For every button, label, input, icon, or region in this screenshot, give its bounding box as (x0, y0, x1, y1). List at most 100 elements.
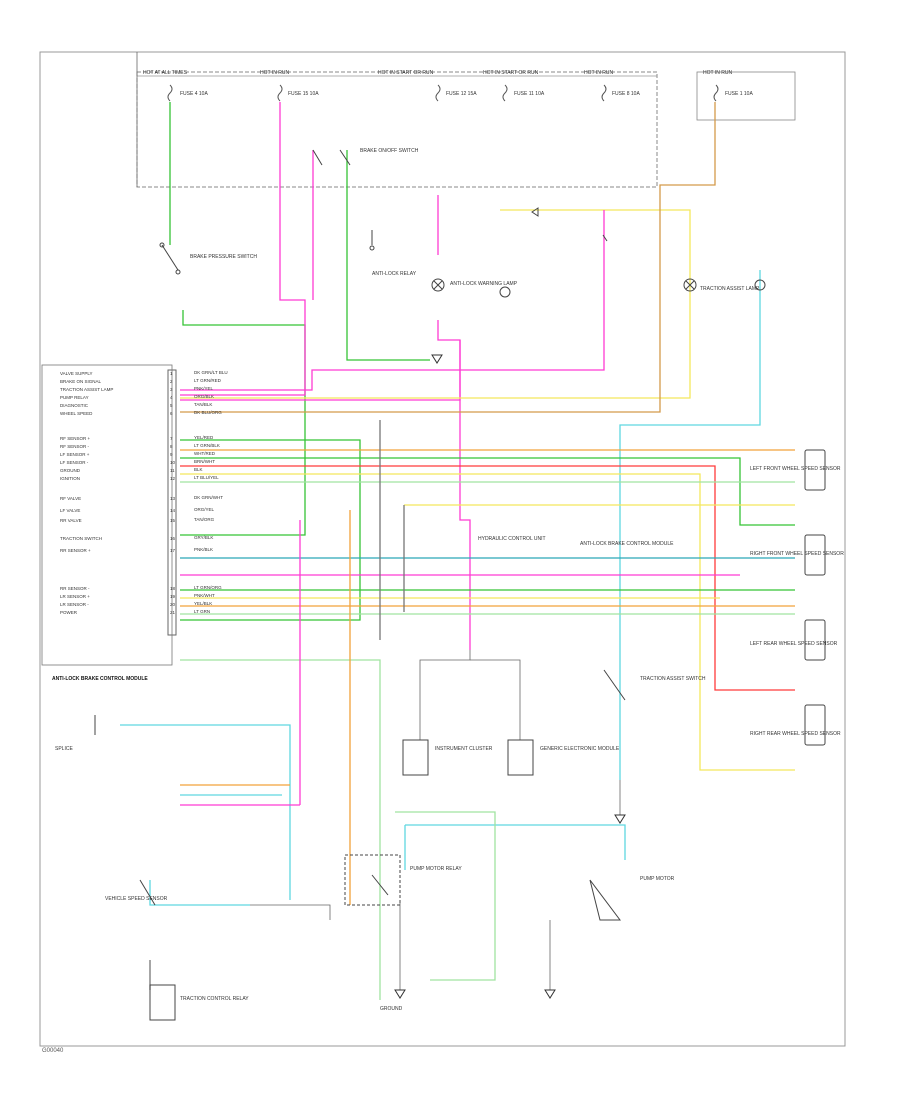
pin-number: 13 (170, 496, 176, 501)
pin-name: VALVE SUPPLY (60, 371, 93, 376)
components: BRAKE PRESSURE SWITCH BRAKE ON/OFF SWITC… (41, 148, 844, 1021)
pin-name: BRAKE ON SIGNAL (60, 379, 102, 384)
pin-name: RR SENSOR + (60, 548, 91, 553)
pin-number: 21 (170, 610, 176, 615)
pin-name: IGNITION (60, 476, 80, 481)
pin-number: 16 (170, 536, 176, 541)
pin-number: 11 (170, 468, 175, 473)
pin-number: 19 (170, 594, 176, 599)
pin-number: 9 (170, 452, 173, 457)
pin-wire-color: YEL/BLK (194, 601, 212, 606)
fuse-labels: FUSE 4 10A FUSE 15 10A FUSE 12 15A FUSE … (180, 91, 753, 97)
fuse-tab-label: HOT IN START OR RUN (483, 70, 539, 76)
rf-sensor-label: RIGHT FRONT WHEEL SPEED SENSOR (750, 551, 844, 557)
pin-name: LR SENSOR - (60, 602, 89, 607)
pin-wire-color: WHT/RED (194, 451, 216, 456)
pin-name: DIAGNOSTIC (60, 403, 89, 408)
pin-number: 10 (170, 460, 176, 465)
pin-wire-color: TAN/ORG (194, 517, 215, 522)
pin-wire-color: DK GRN/LT BLU (194, 370, 228, 375)
lf-sensor-label: LEFT FRONT WHEEL SPEED SENSOR (750, 466, 841, 472)
pin-name: LR SENSOR + (60, 594, 90, 599)
ground-icon (394, 354, 626, 999)
pin-number: 1 (170, 371, 173, 376)
pin-wire-color: LT GRN (194, 609, 210, 614)
fuse-tab-label: HOT IN RUN (260, 70, 289, 76)
diagram-border (39, 51, 846, 1047)
pin-wire-color: BLK (194, 467, 203, 472)
fuse-label: FUSE 8 10A (612, 91, 640, 97)
brake-switch-label: BRAKE PRESSURE SWITCH (190, 254, 257, 260)
pin-number: 14 (170, 508, 176, 513)
fuse-label: FUSE 12 15A (446, 91, 477, 97)
wires (120, 102, 795, 1000)
fuse-label: FUSE 11 10A (514, 91, 545, 97)
fuse-tab-label: HOT IN RUN (703, 70, 732, 76)
pin-name: TRACTION ASSIST LAMP (60, 387, 113, 392)
pin-wire-color: BRN/WHT (194, 459, 215, 464)
fuse-label: FUSE 1 10A (725, 91, 753, 97)
pin-number: 3 (170, 387, 173, 392)
relay-label: ANTI-LOCK RELAY (372, 271, 417, 277)
pin-wire-color: PNK/YEL (194, 386, 214, 391)
brake-on-off-switch: BRAKE ON/OFF SWITCH (312, 148, 419, 166)
pin-number: 15 (170, 518, 176, 523)
wheel-speed-sensor-lf: LEFT FRONT WHEEL SPEED SENSOR (750, 449, 841, 491)
pin-wire-color: TAN/BLK (194, 402, 212, 407)
pin-name: RF VALVE (60, 496, 81, 501)
fuse-tab-label: HOT IN START OR RUN (378, 70, 434, 76)
pin-number: 8 (170, 444, 173, 449)
pin-name: LF VALVE (60, 508, 80, 513)
pin-wire-color: LT BLU/YEL (194, 475, 219, 480)
fuse-tab-label: HOT IN RUN (584, 70, 613, 76)
pin-number: 2 (170, 379, 173, 384)
pin-name: GROUND (60, 468, 81, 473)
pin-wire-color: YEL/RED (194, 435, 214, 440)
stop-switch-label: BRAKE ON/OFF SWITCH (360, 148, 419, 154)
module-note: ANTI-LOCK BRAKE CONTROL MODULE (52, 676, 148, 682)
pin-number: 7 (170, 436, 173, 441)
pin-number: 17 (170, 548, 176, 553)
pin-number: 18 (170, 586, 176, 591)
fuse-tabs: HOT AT ALL TIMES HOT IN RUN HOT IN START… (143, 70, 732, 76)
pin-name: POWER (60, 610, 78, 615)
fuse-label: FUSE 15 10A (288, 91, 319, 97)
pin-wire-color: ORG/YEL (194, 507, 215, 512)
vehicle-speed-switch-icon (139, 879, 156, 906)
traction-relay-label: TRACTION CONTROL RELAY (180, 996, 249, 1002)
pin-name: WHEEL SPEED (60, 411, 93, 416)
gem-label: GENERIC ELECTRONIC MODULE (540, 746, 620, 752)
pin-name: RR SENSOR - (60, 586, 90, 591)
fuse-panel: HOT AT ALL TIMES HOT IN RUN HOT IN START… (136, 70, 796, 188)
pin-wire-color: LT GRN/ORG (194, 585, 222, 590)
traction-switch-icon (603, 669, 626, 701)
pin-number: 5 (170, 403, 173, 408)
pin-name: TRACTION SWITCH (60, 536, 102, 541)
traction-relay-box (149, 984, 176, 1021)
fuse-tab-label: HOT AT ALL TIMES (143, 70, 188, 76)
ground-label: GROUND (380, 1006, 403, 1012)
pin-name: RF SENSOR - (60, 444, 90, 449)
pin-name: PUMP RELAY (60, 395, 89, 400)
pin-wire-color: DK BLU/ORG (194, 410, 222, 415)
wheel-speed-sensor-rf: RIGHT FRONT WHEEL SPEED SENSOR (750, 534, 844, 576)
figure-id: G00040 (42, 1048, 64, 1054)
traction-lamp-label: TRACTION ASSIST LAMP (700, 286, 760, 292)
hcu-label: HYDRAULIC CONTROL UNIT (478, 536, 546, 542)
pin-name: LF SENSOR + (60, 452, 90, 457)
warning-lamp-label: ANTI-LOCK WARNING LAMP (450, 281, 518, 287)
pin-number: 12 (170, 476, 176, 481)
pin-wire-color: ORG/BLK (194, 394, 214, 399)
pin-number: 4 (170, 395, 173, 400)
pump-motor-label: PUMP MOTOR (640, 876, 675, 882)
anti-lock-relay: ANTI-LOCK RELAY (369, 230, 417, 277)
pump-motor-icon (589, 879, 621, 921)
rr-sensor-label: RIGHT REAR WHEEL SPEED SENSOR (750, 731, 841, 737)
cluster-box (402, 739, 429, 776)
wheel-speed-sensor-lr: LEFT REAR WHEEL SPEED SENSOR (750, 619, 838, 661)
module-label: ANTI-LOCK BRAKE CONTROL MODULE (580, 541, 674, 547)
pump-relay-box (344, 854, 401, 906)
ground-lines (136, 52, 621, 990)
vss-label: VEHICLE SPEED SENSOR (105, 896, 168, 902)
